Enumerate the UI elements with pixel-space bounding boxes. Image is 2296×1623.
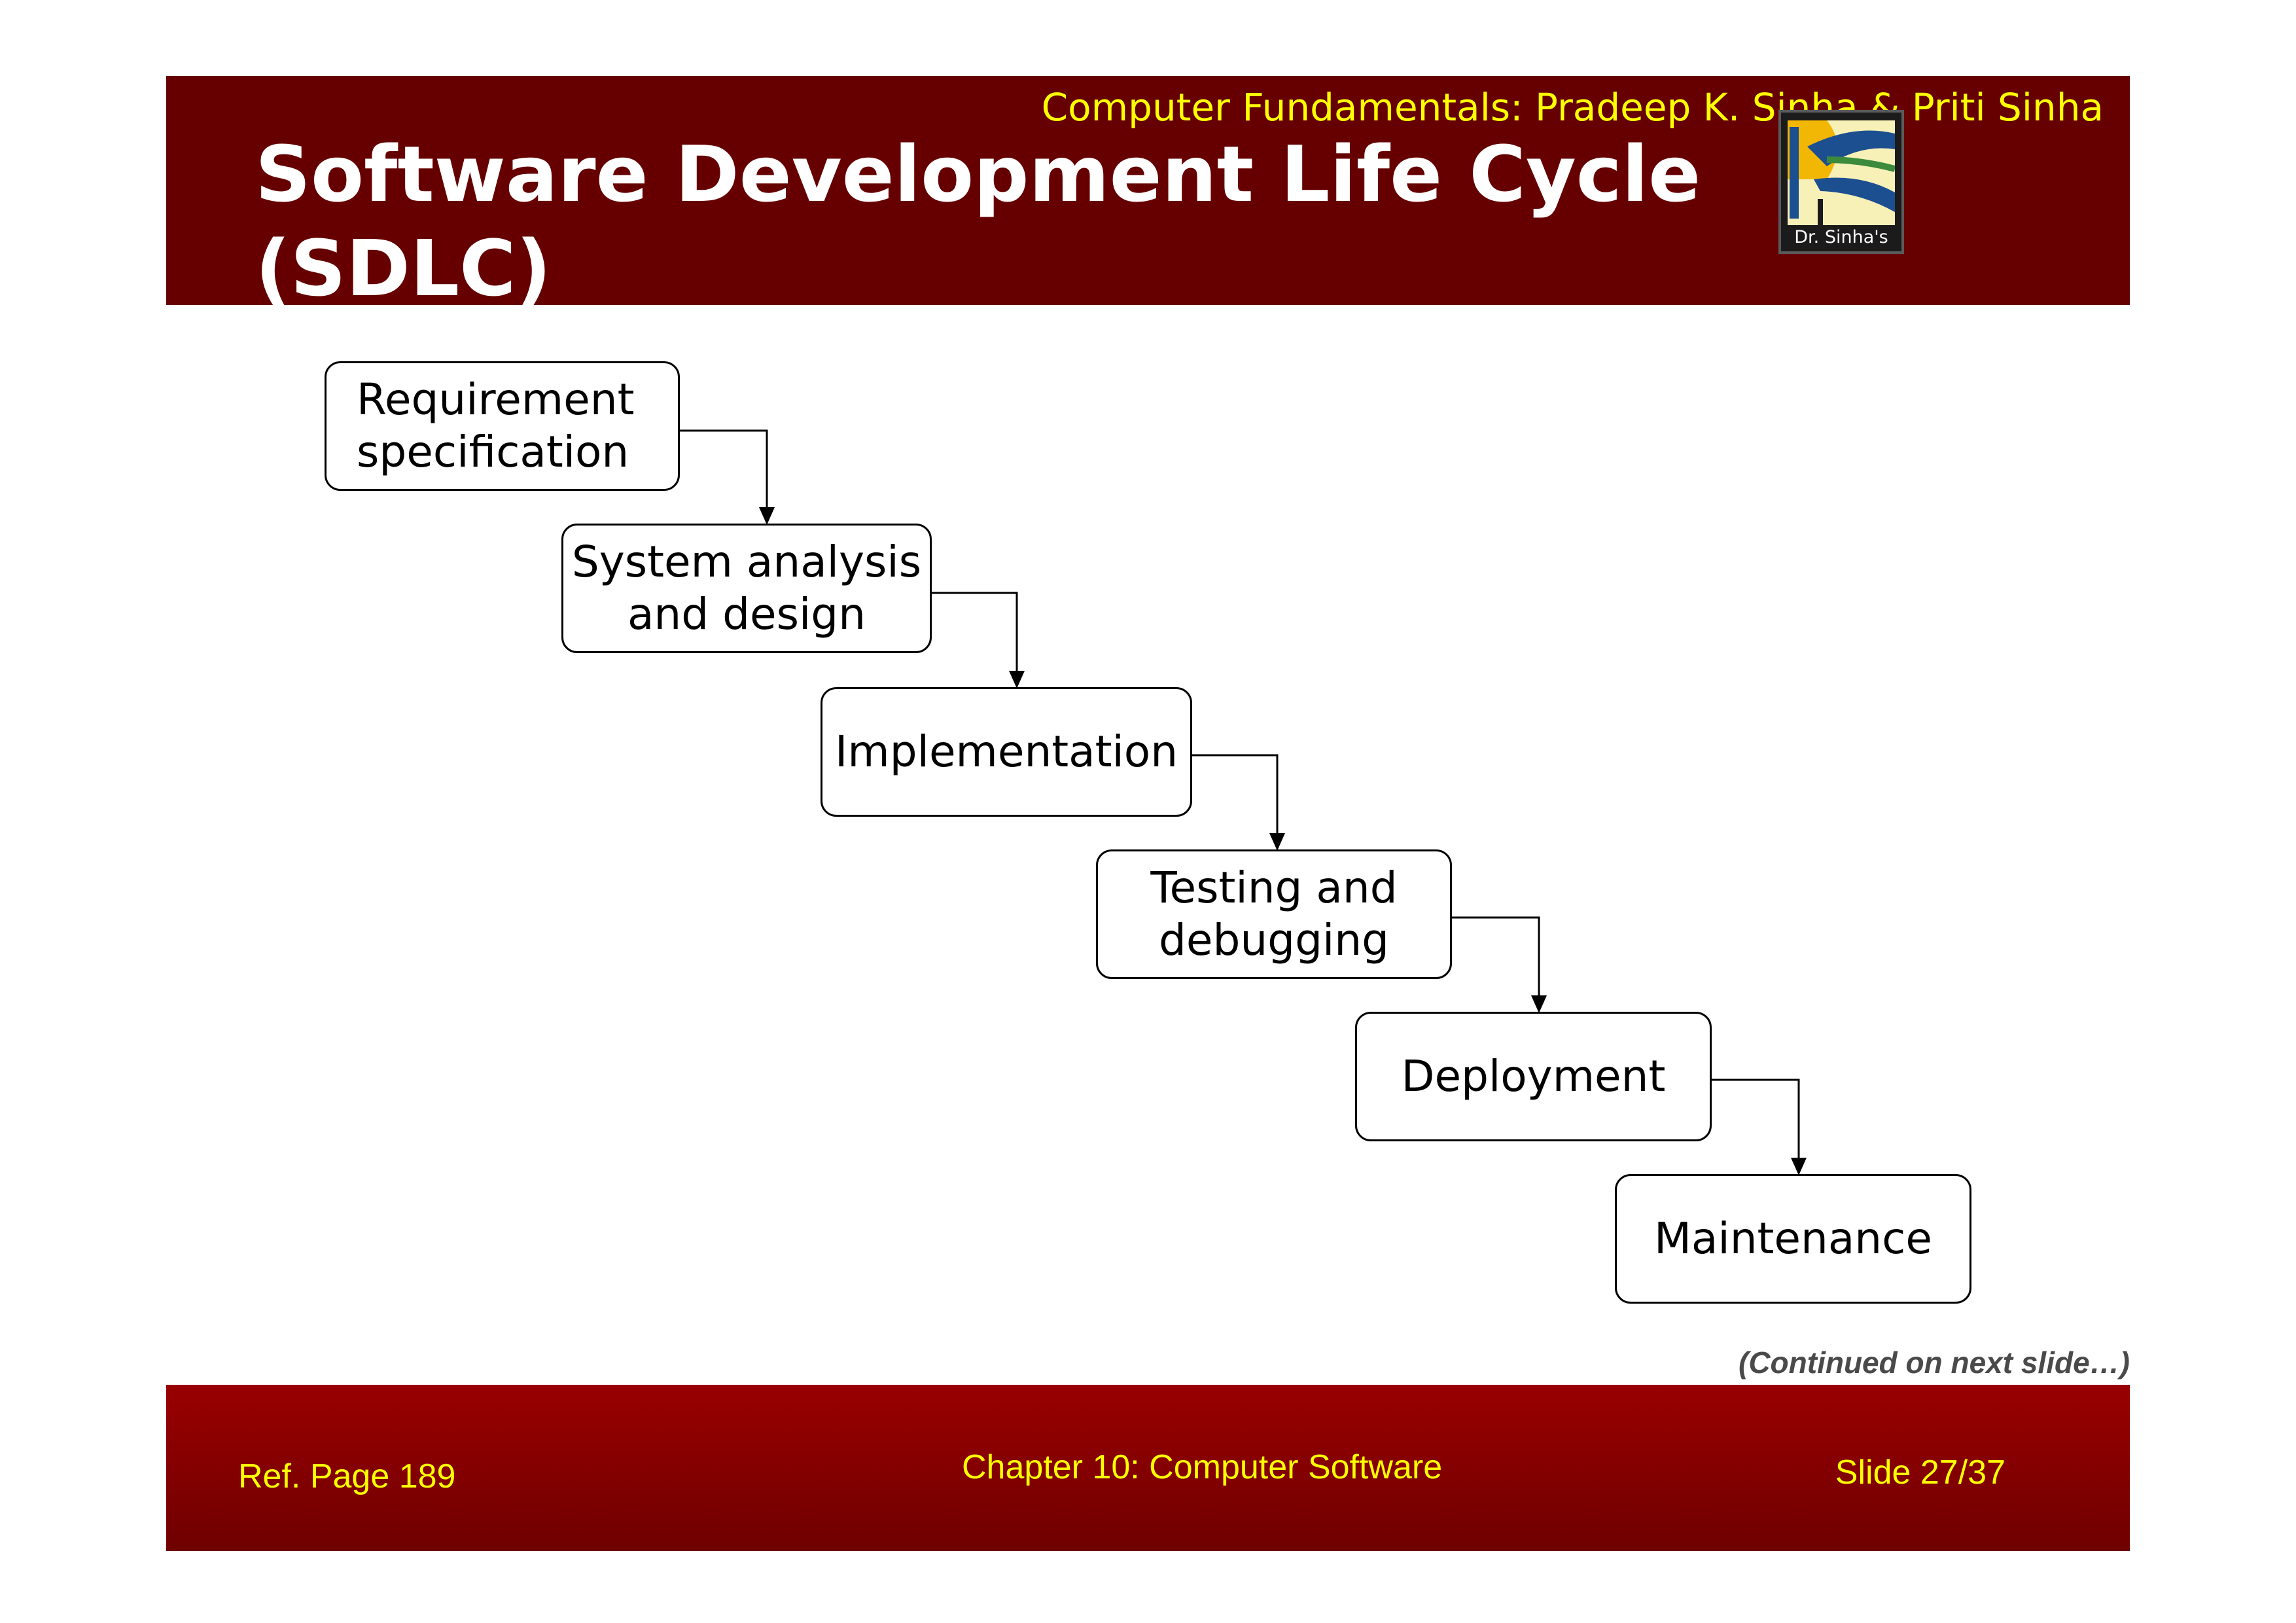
step-label: Implementation [834, 726, 1178, 777]
slide-number: Slide 27/37 [1835, 1454, 2005, 1491]
book-reference: Computer Fundamentals: Pradeep K. Sinha … [1041, 85, 2104, 130]
logo-graphic [1788, 120, 1895, 225]
arrow-requirement-to-analysis [680, 429, 768, 510]
arrow-analysis-to-implementation [932, 592, 1018, 674]
step-system-analysis-design: System analysis and design [561, 524, 932, 653]
logo-caption: Dr. Sinha's [1794, 227, 1888, 247]
slide-title-line2: (SDLC) [255, 223, 552, 313]
step-requirement-specification: Requirement specification [325, 361, 680, 491]
step-label: Requirement specification [357, 374, 635, 477]
dr-sinha-logo: Dr. Sinha's [1778, 110, 1904, 254]
step-maintenance: Maintenance [1615, 1174, 1971, 1304]
arrow-testing-to-deployment [1452, 916, 1540, 999]
arrowhead-3 [1269, 833, 1285, 851]
ref-page: Ref. Page 189 [238, 1457, 456, 1495]
slide-title-line1: Software Development Life Cycle [255, 129, 1701, 219]
step-label: Maintenance [1653, 1213, 1933, 1264]
arrowhead-5 [1791, 1158, 1807, 1175]
step-label: Deployment [1401, 1051, 1666, 1101]
arrow-implementation-to-testing [1192, 754, 1279, 836]
step-deployment: Deployment [1355, 1012, 1712, 1141]
chapter-title: Chapter 10: Computer Software [962, 1448, 1443, 1486]
step-label: System analysis and design [571, 537, 922, 639]
slide-footer: Ref. Page 189 Chapter 10: Computer Softw… [166, 1385, 2130, 1551]
step-label: Testing and debugging [1150, 863, 1398, 965]
arrowhead-2 [1009, 671, 1025, 688]
step-implementation: Implementation [821, 687, 1192, 817]
arrowhead-1 [759, 507, 775, 525]
step-testing-debugging: Testing and debugging [1096, 849, 1452, 979]
continued-note: (Continued on next slide…) [1739, 1346, 2130, 1380]
slide-title: Software Development Life Cycle (SDLC) [255, 127, 1701, 315]
arrow-deployment-to-maintenance [1712, 1079, 1800, 1161]
arrowhead-4 [1531, 995, 1547, 1013]
